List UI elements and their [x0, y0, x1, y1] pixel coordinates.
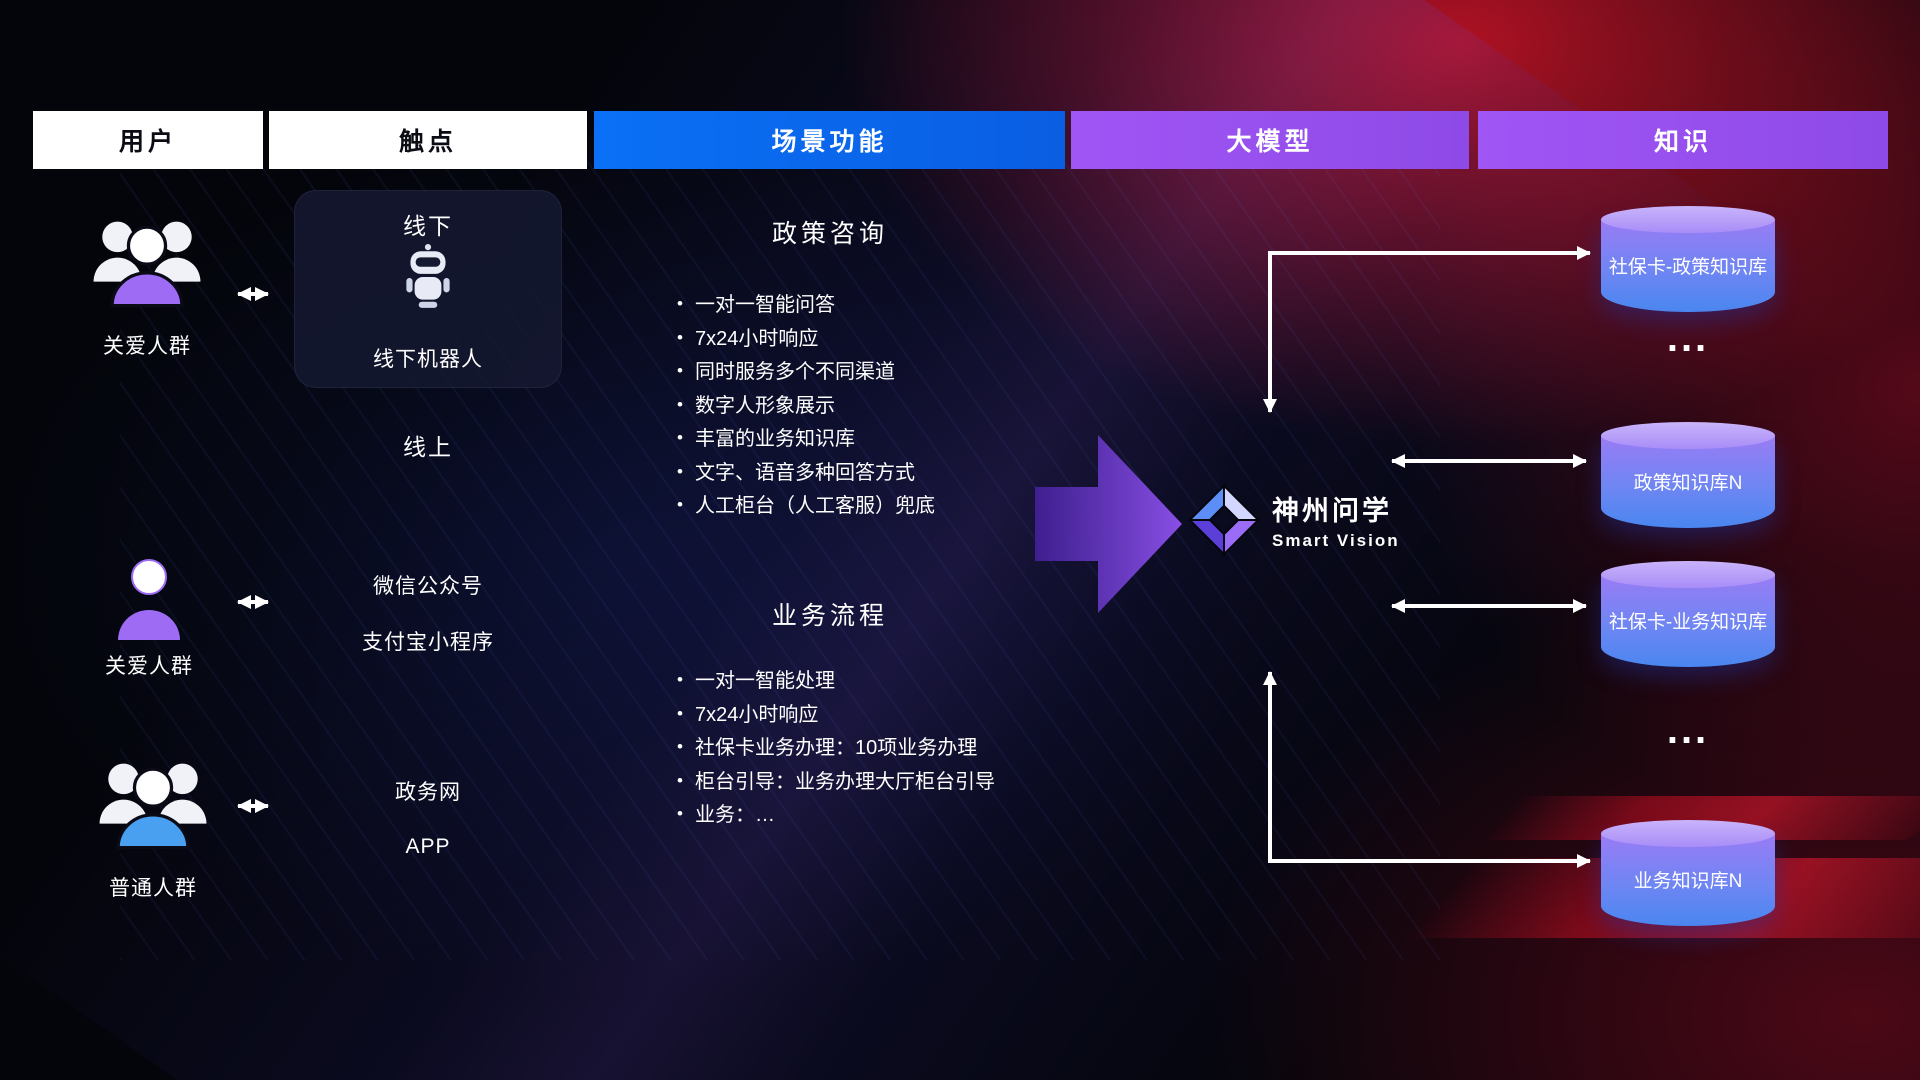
list-item: 一对一智能处理	[677, 665, 1107, 699]
offline-title: 线下	[403, 213, 453, 239]
list-item: 社保卡业务办理：10项业务办理	[677, 732, 1107, 766]
smart-vision-logo-icon	[1187, 483, 1261, 557]
scenario-title-policy: 政策咨询	[771, 220, 888, 248]
knowledge-base-cylinder: 社保卡-业务知识库	[1601, 561, 1775, 667]
knowledge-base-label: 社保卡-业务知识库	[1608, 611, 1768, 633]
knowledge-base-label: 政策知识库N	[1633, 472, 1743, 494]
user-group-label: 关爱人群	[103, 335, 191, 358]
scenario-title-business: 业务流程	[771, 602, 888, 630]
user-group-purple-icon	[93, 221, 201, 308]
list-item: 业务：…	[677, 799, 1107, 833]
list-item: 同时服务多个不同渠道	[677, 356, 1107, 390]
list-item: 丰富的业务知识库	[677, 423, 1107, 457]
user-group-care-1: 关爱人群	[81, 214, 213, 360]
offline-touchpoint-card: 线下 线下机器人	[294, 190, 562, 388]
user-group-label: 关爱人群	[105, 655, 193, 678]
list-item: 数字人形象展示	[677, 390, 1107, 424]
ellipsis-top: ...	[1666, 316, 1710, 360]
online-title: 线上	[403, 434, 453, 460]
list-item: 人工柜台（人工客服）兜底	[677, 490, 1107, 524]
user-group-label: 普通人群	[109, 877, 197, 900]
list-item: 文字、语音多种回答方式	[677, 457, 1107, 491]
column-header-model: 大模型	[1071, 111, 1469, 169]
list-item: 柜台引导：业务办理大厅柜台引导	[677, 766, 1107, 800]
knowledge-base-label: 业务知识库N	[1633, 870, 1743, 892]
list-item: 一对一智能问答	[677, 289, 1107, 323]
column-header-knowledge: 知识	[1478, 111, 1888, 169]
ellipsis-bottom: ...	[1666, 708, 1710, 752]
model-name: 神州问学	[1272, 496, 1392, 526]
robot-icon	[406, 244, 450, 308]
column-header-scenarios: 场景功能	[594, 111, 1065, 169]
list-item: 7x24小时响应	[677, 699, 1107, 733]
model-brand: 神州问学 Smart Vision	[1186, 482, 1400, 558]
knowledge-base-cylinder: 社保卡-政策知识库	[1601, 206, 1775, 312]
touchpoint-gov: 政务网	[395, 781, 461, 804]
offline-robot-label: 线下机器人	[373, 348, 483, 371]
knowledge-base-cylinder: 政策知识库N	[1601, 422, 1775, 528]
user-group-care-2: 关爱人群	[105, 556, 192, 680]
touchpoint-wechat: 微信公众号	[373, 575, 483, 598]
column-header-touchpoints: 触点	[269, 111, 587, 169]
model-subtitle: Smart Vision	[1272, 531, 1400, 550]
flow-arrow	[1035, 435, 1182, 613]
scenario-policy-list: 一对一智能问答 7x24小时响应 同时服务多个不同渠道 数字人形象展示 丰富的业…	[677, 289, 1107, 524]
column-header-users: 用户	[33, 111, 263, 169]
knowledge-base-cylinder: 业务知识库N	[1601, 820, 1775, 926]
scenario-business-list: 一对一智能处理 7x24小时响应 社保卡业务办理：10项业务办理 柜台引导：业务…	[677, 665, 1107, 833]
user-group-general: 普通人群	[87, 756, 219, 902]
list-item: 7x24小时响应	[677, 323, 1107, 357]
knowledge-base-label: 社保卡-政策知识库	[1608, 256, 1768, 278]
user-single-purple-icon	[118, 559, 180, 640]
touchpoint-app: APP	[405, 835, 451, 858]
touchpoint-alipay: 支付宝小程序	[362, 631, 494, 654]
user-group-blue-icon	[99, 763, 207, 850]
